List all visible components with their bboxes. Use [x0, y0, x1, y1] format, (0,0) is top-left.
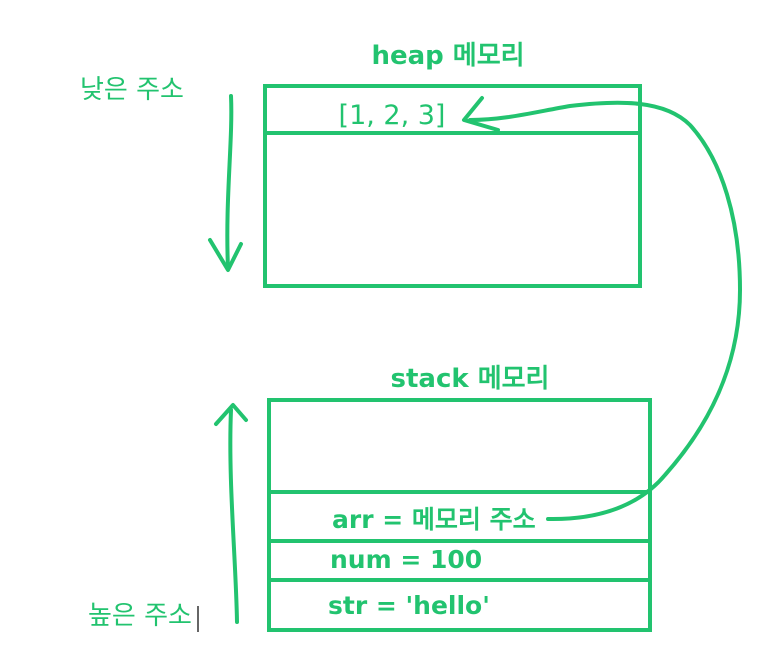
stack-cell-arr: arr = 메모리 주소 — [332, 505, 536, 534]
reference-arrow-icon — [462, 96, 742, 522]
up-arrow-icon — [214, 403, 248, 624]
stack-title: stack 메모리 — [391, 364, 550, 394]
heap-array-value: [1, 2, 3] — [339, 100, 446, 131]
heap-memory-box: [1, 2, 3] — [263, 84, 642, 288]
low-address-label: 낮은 주소 — [80, 75, 184, 105]
stack-cell-num: num = 100 — [330, 545, 482, 574]
heap-title: heap 메모리 — [371, 41, 524, 71]
stack-box-outline — [267, 398, 652, 632]
high-address-label: 높은 주소 — [88, 601, 192, 631]
heap-box-outline — [263, 84, 642, 288]
down-arrow-icon — [208, 94, 243, 272]
stack-cell-str: str = 'hello' — [328, 591, 490, 620]
stack-memory-box: arr = 메모리 주소 num = 100 str = 'hello' — [267, 398, 652, 632]
